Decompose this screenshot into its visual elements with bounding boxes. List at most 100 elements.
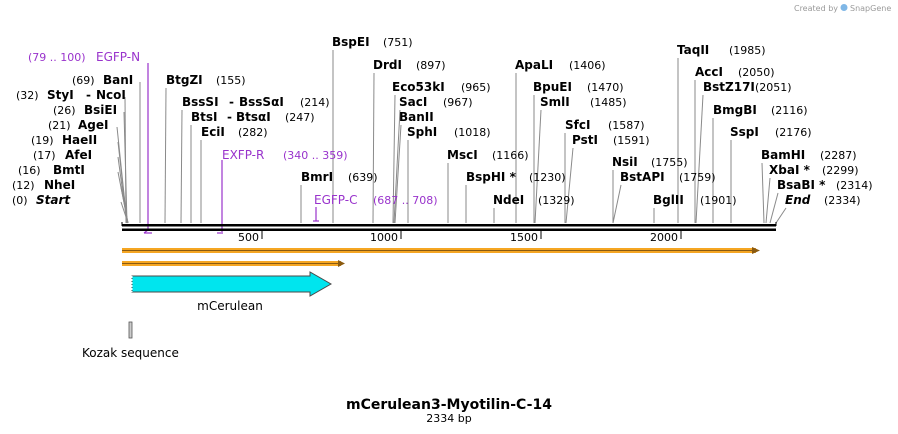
orf-mcerulean: [122, 260, 345, 267]
site-name-afei: AfeI: [65, 148, 92, 162]
credit-brand: SnapGene: [850, 4, 891, 13]
site-name-bstapi: BstAPI: [620, 170, 665, 184]
site-name-btgzi: BtgZI: [166, 73, 203, 87]
site-line-bamhi: [761, 162, 765, 224]
site-pos-sspi: (2176): [775, 126, 812, 139]
site-name-bamhi: BamHI: [761, 148, 805, 162]
site-name-bsss-i: BssSαI: [239, 95, 284, 109]
site-line-eco53ki: [392, 94, 396, 224]
primer-label-exfp-r: EXFP-R: [222, 148, 264, 162]
site-name-bsphi: BspHI *: [466, 170, 517, 184]
site-pos-drdi: (897): [416, 59, 446, 72]
site-pos-xbai: (2299): [822, 164, 859, 177]
site-separator: -: [229, 95, 234, 109]
credit-prefix: Created by: [794, 4, 838, 13]
site-name-xbai: XbaI *: [769, 163, 811, 177]
site-line-bsabi: [769, 192, 779, 224]
site-name-sphi: SphI: [407, 125, 437, 139]
site-pos-start: (0): [12, 194, 28, 207]
site-name-bsssi: BssSI: [182, 95, 219, 109]
site-line-agei: [116, 126, 128, 224]
site-pos-styi: (32): [16, 89, 39, 102]
backbone: [121, 222, 777, 231]
site-pos-bmri: (639): [348, 171, 378, 184]
site-line-bstz17i: [695, 94, 704, 224]
kozak-feature: [128, 321, 133, 339]
site-pos-bsabi: (2314): [836, 179, 873, 192]
site-pos-ecii: (282): [238, 126, 268, 139]
site-pos-bsiei: (26): [53, 104, 76, 117]
tick-label-1000: 1000: [370, 231, 398, 244]
site-pos-apali: (1406): [569, 59, 606, 72]
site-lines: [116, 50, 787, 224]
site-line-end: [775, 207, 787, 224]
feature-label-kozak: Kozak sequence: [82, 346, 179, 360]
site-pos-bmgbi: (2116): [771, 104, 808, 117]
site-pos-nsii: (1755): [651, 156, 688, 169]
site-pos-bmti: (16): [18, 164, 41, 177]
site-line-psti: [565, 147, 574, 224]
site-pos-psti: (1591): [613, 134, 650, 147]
site-pos-sfci: (1587): [608, 119, 645, 132]
orf-full: [122, 247, 760, 254]
site-name-nhei: NheI: [44, 178, 75, 192]
site-pos-ndei: (1329): [538, 194, 575, 207]
site-pos-afei: (17): [33, 149, 56, 162]
site-name-start: Start: [36, 193, 71, 207]
site-name-bsabi: BsaBI *: [777, 178, 826, 192]
site-name-psti: PstI: [572, 133, 598, 147]
site-name-styi: StyI: [47, 88, 74, 102]
site-line-btgzi: [164, 87, 167, 224]
site-line-smli: [534, 109, 542, 224]
map-length: 2334 bp: [426, 412, 471, 425]
site-name-bmri: BmrI: [301, 170, 333, 184]
site-name-msci: MscI: [447, 148, 478, 162]
site-name-end: End: [785, 193, 811, 207]
site-pos-acci: (2050): [738, 66, 775, 79]
mcerulean-feature: [131, 271, 333, 297]
site-line-bstapi: [612, 184, 622, 224]
tick-label-2000: 2000: [650, 231, 678, 244]
site-pos-btgzi: (155): [216, 74, 246, 87]
site-line-drdi: [372, 72, 375, 224]
site-name-apali: ApaLI: [515, 58, 553, 72]
primer-label-egfp-n: EGFP-N: [96, 50, 140, 64]
site-pos-taqii: (1985): [729, 44, 766, 57]
site-name-acci: AccI: [695, 65, 723, 79]
primer-range-egfp-c: (687 .. 708): [373, 194, 438, 207]
site-name-agei: AgeI: [78, 118, 108, 132]
site-pos-haeii: (19): [31, 134, 54, 147]
site-name-sspi: SspI: [730, 125, 759, 139]
site-name-sfci: SfcI: [565, 118, 590, 132]
site-pos-smli: (1485): [590, 96, 627, 109]
site-name-banii: BanII: [399, 110, 434, 124]
site-name-bani: BanI: [103, 73, 133, 87]
site-labels: Start(0)NheI(12)BmtI(16)AfeI(17)HaeII(19…: [12, 35, 873, 207]
primer-range-exfp-r: (340 .. 359): [283, 149, 348, 162]
site-line-banii: [394, 124, 402, 224]
site-pos-msci: (1166): [492, 149, 529, 162]
site-pos-end: (2334): [824, 194, 861, 207]
site-pos-bpuei: (1470): [587, 81, 624, 94]
site-pos-btsi: (247): [285, 111, 315, 124]
site-name-btsi: BtsI: [191, 110, 218, 124]
map-title: mCerulean3-Myotilin-C-14: [346, 397, 552, 413]
site-name-bmgbi: BmgBI: [713, 103, 757, 117]
site-name-bts-i: BtsαI: [236, 110, 271, 124]
site-line-bsssi: [180, 109, 183, 224]
site-pos-bsssi: (214): [300, 96, 330, 109]
site-name-bglii: BglII: [653, 193, 684, 207]
site-name-bstz17i: BstZ17I: [703, 80, 755, 94]
site-pos-sphi: (1018): [454, 126, 491, 139]
site-name-taqii: TaqII: [677, 43, 709, 57]
tick-label-500: 500: [238, 231, 259, 244]
site-name-ecii: EciI: [201, 125, 225, 139]
site-pos-nhei: (12): [12, 179, 35, 192]
site-pos-bani: (69): [72, 74, 95, 87]
site-separator: -: [86, 88, 91, 102]
site-pos-bstapi: (1759): [679, 171, 716, 184]
site-pos-agei: (21): [48, 119, 71, 132]
site-pos-bglii: (1901): [700, 194, 737, 207]
site-pos-eco53ki: (965): [461, 81, 491, 94]
